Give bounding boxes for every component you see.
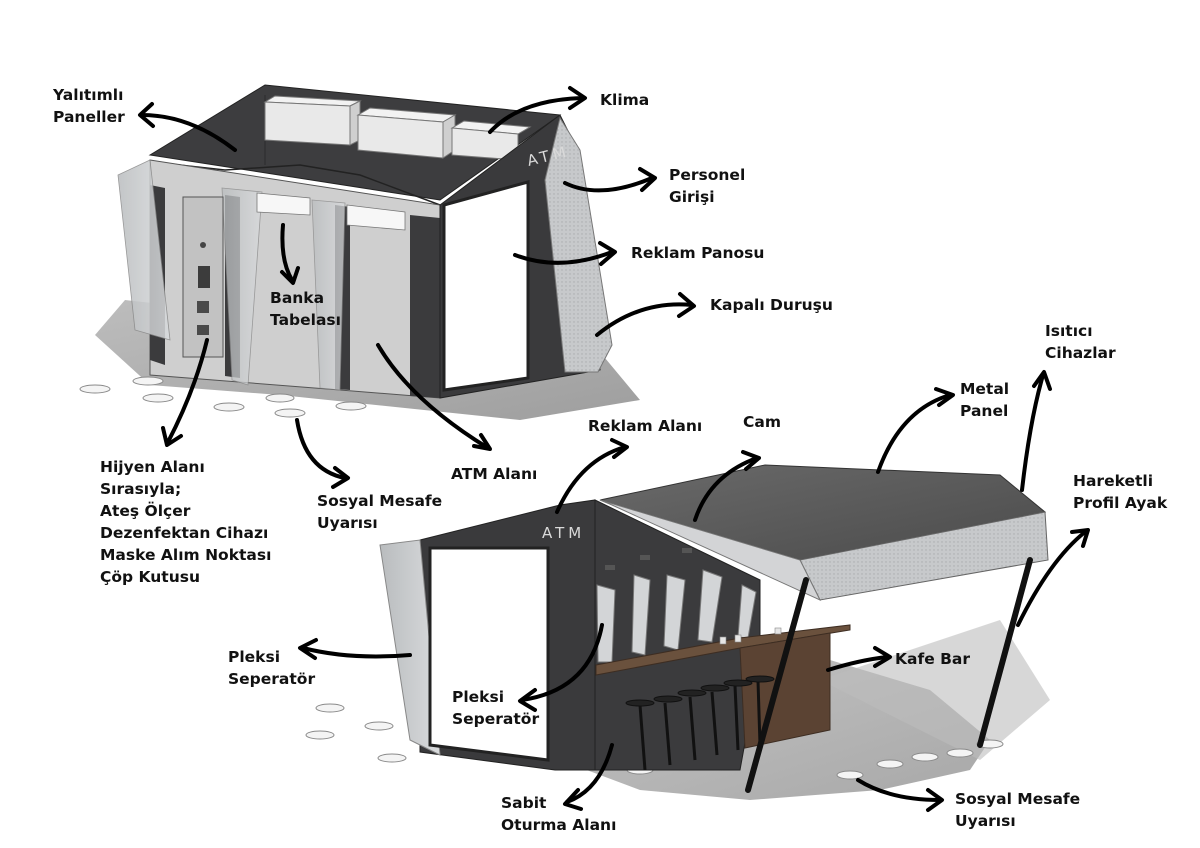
label-kapali-durusu: Kapalı Duruşu — [710, 296, 833, 314]
atm-sign-bottom: ATM — [542, 524, 585, 542]
label-reklam-alani: Reklam Alanı — [588, 417, 703, 435]
ac-units — [263, 95, 532, 161]
label-cam: Cam — [743, 413, 781, 431]
plexi-separators — [596, 569, 757, 663]
ad-screen — [428, 546, 550, 762]
label-sabit-oturma-alani: Sabit Oturma Alanı — [501, 794, 617, 834]
atm-kiosk-open: ATM — [305, 464, 1050, 800]
atm-kiosk-closed: ATM — [79, 84, 640, 420]
floor-markers — [79, 376, 367, 418]
label-pleksi-seperator-left: Pleksi Seperatör — [228, 648, 316, 688]
label-banka-tabelasi: Banka Tabelası — [270, 289, 341, 329]
label-pleksi-seperator-center: Pleksi Seperatör — [452, 688, 540, 728]
label-klima: Klima — [600, 91, 650, 109]
label-sosyal-mesafe-top: Sosyal Mesafe Uyarısı — [317, 492, 443, 532]
bar-stools — [625, 675, 775, 771]
label-atm-alani: ATM Alanı — [451, 465, 538, 483]
bank-sign — [346, 204, 406, 231]
annotation-arrows — [138, 86, 1090, 812]
label-personel-girisi: Personel Girişi — [669, 166, 746, 206]
glass-fin — [311, 199, 346, 391]
label-yalitimli-paneller: Yalıtımlı Paneller — [53, 86, 125, 126]
glass-fin — [221, 187, 263, 386]
label-hijyen-alani: Hijyen Alanı Sırasıyla; Ateş Ölçer Dezen… — [100, 458, 272, 586]
ad-board — [442, 180, 530, 392]
closed-mesh-panel — [544, 116, 613, 373]
label-reklam-panosu: Reklam Panosu — [631, 244, 765, 262]
label-metal-panel: Metal Panel — [960, 380, 1010, 420]
bank-sign — [256, 192, 311, 216]
label-kafe-bar: Kafe Bar — [895, 650, 971, 668]
label-hareketli-profil-ayak: Hareketli Profil Ayak — [1073, 472, 1168, 512]
movable-legs — [745, 557, 1033, 793]
kafe-bar — [739, 632, 831, 749]
glass-fin — [117, 159, 171, 341]
label-isitici-cihazlar: Isıtıcı Cihazlar — [1045, 322, 1116, 362]
plexi-separator-front — [379, 539, 441, 756]
label-sosyal-mesafe-bottom: Sosyal Mesafe Uyarısı — [955, 790, 1081, 830]
